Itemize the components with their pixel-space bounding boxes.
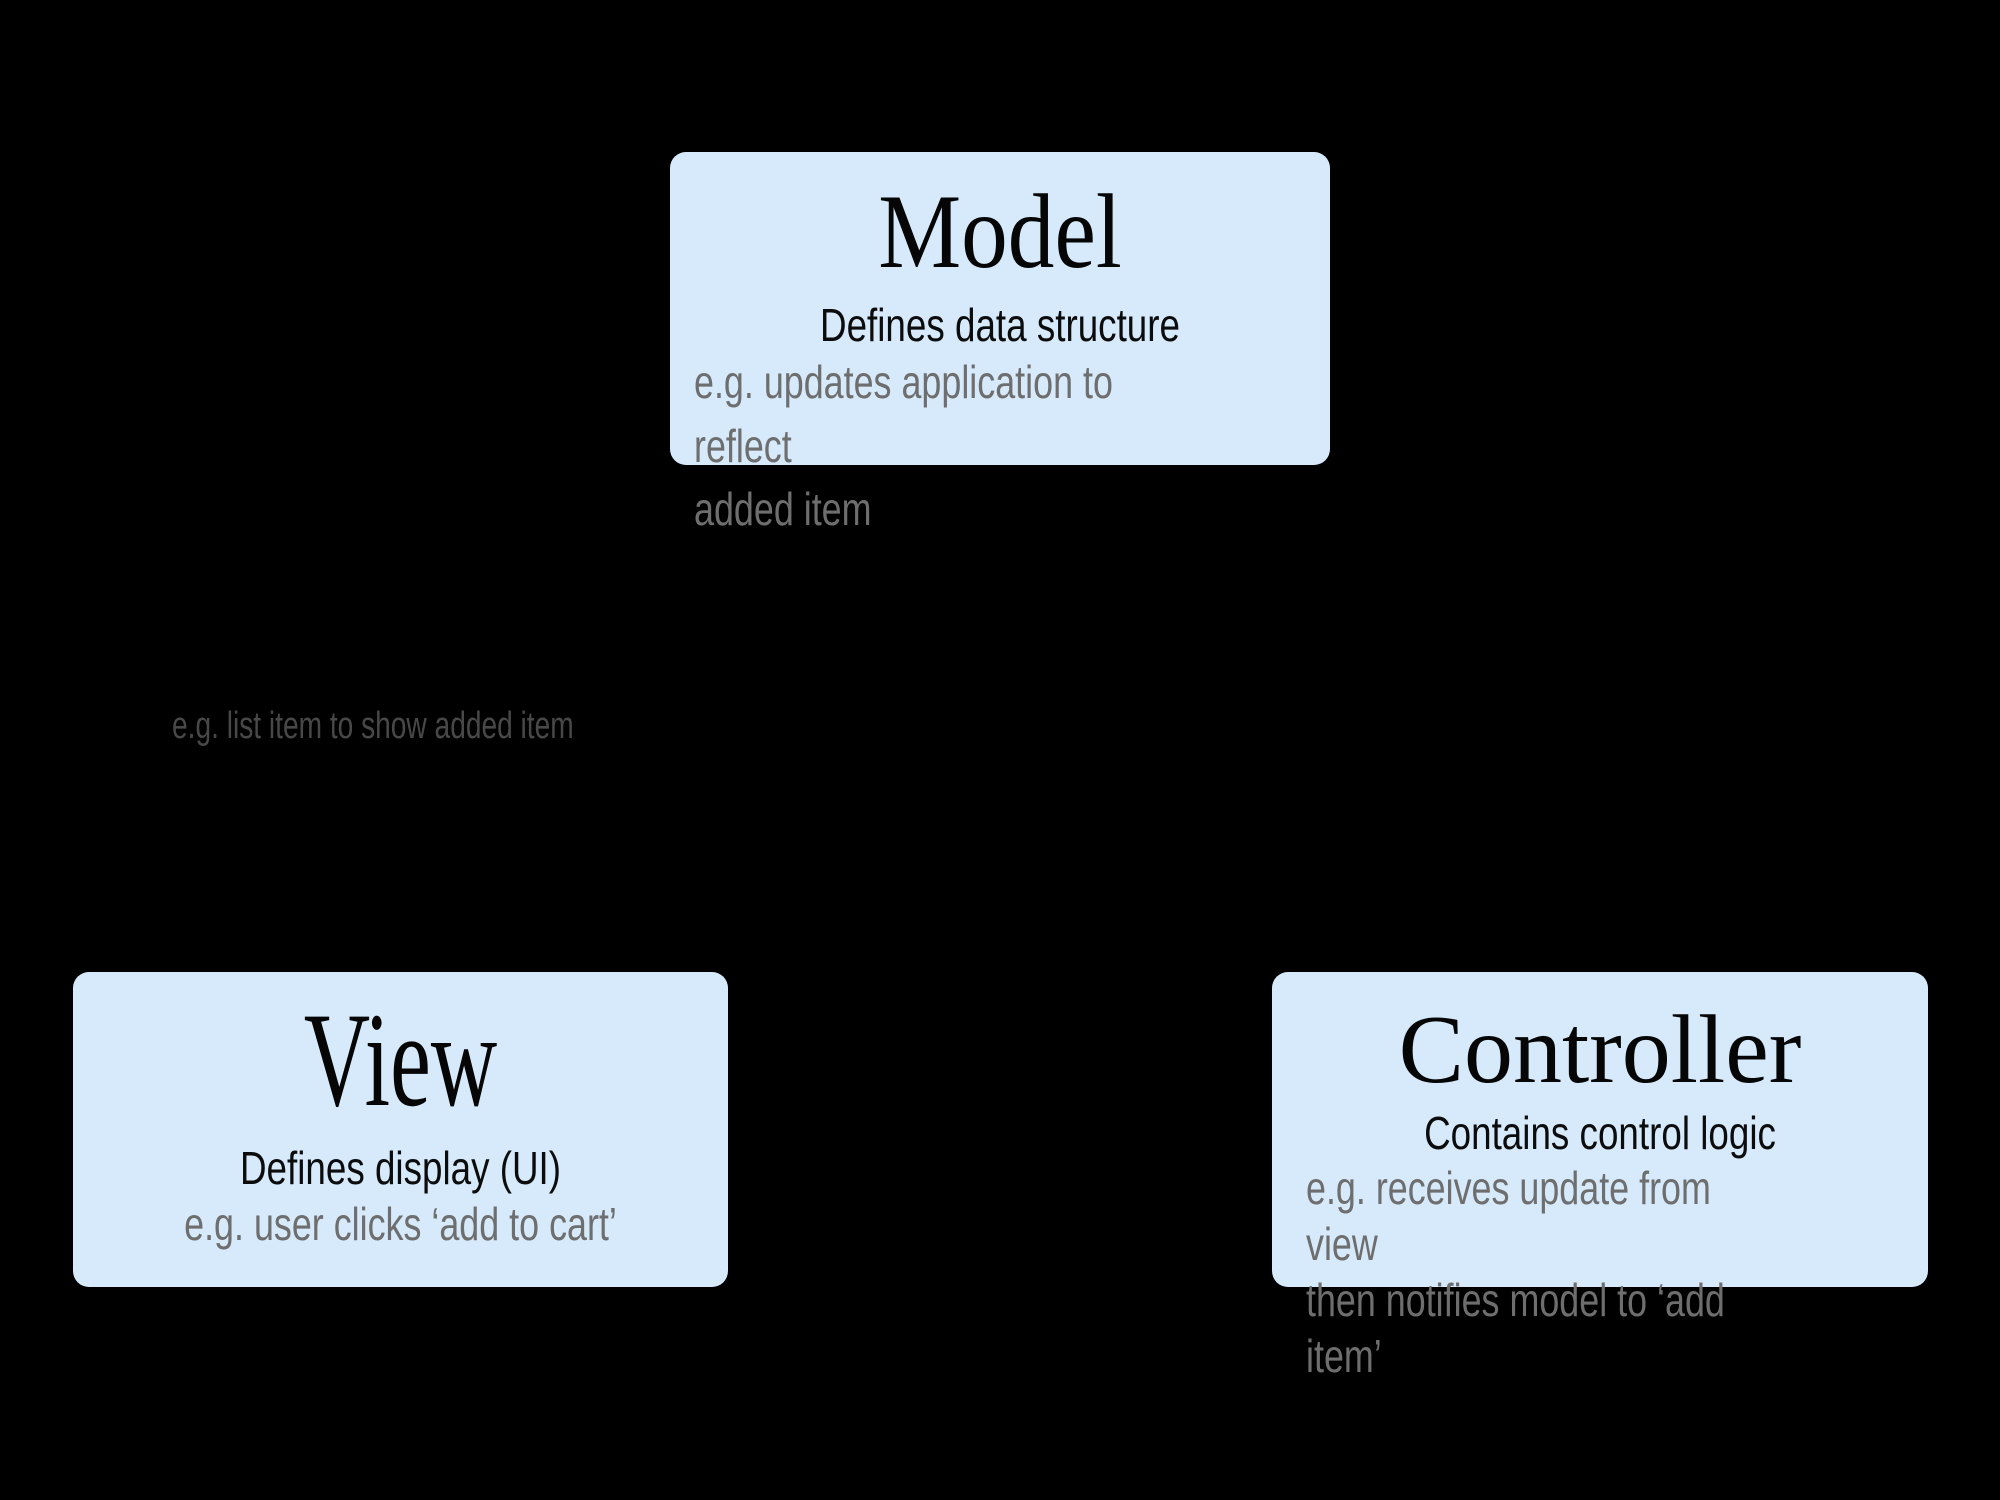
model-subtitle-text: Defines data structure [819,298,1180,351]
view-example-line-1: e.g. user clicks ‘add to cart’ [184,1197,617,1250]
controller-example-line-1: e.g. receives update from view [1306,1161,1711,1270]
view-title-text: View [303,986,498,1135]
model-example-line-1: e.g. updates application to reflect [694,356,1113,472]
controller-example: e.g. receives update from view then noti… [1272,1160,1928,1384]
controller-example-line-2: then notifies model to ‘add item’ [1306,1273,1725,1382]
view-title: View [73,980,728,1142]
model-example-line-2: added item [694,483,872,536]
view-to-model-example-label: e.g. list item to show added item [172,705,715,748]
view-box: View Defines display (UI) e.g. user clic… [73,972,728,1287]
view-to-model-example-label-text: e.g. list item to show added item [172,705,574,747]
controller-subtitle: Contains control logic [1272,1107,1928,1160]
controller-title-text: Controller [1398,996,1802,1104]
model-title-text: Model [878,173,1122,290]
model-box: Model Defines data structure e.g. update… [670,152,1330,535]
model-example: e.g. updates application to reflect adde… [670,351,1330,541]
controller-title: Controller [1272,994,1928,1107]
controller-subtitle-text: Contains control logic [1424,1106,1776,1159]
model-title: Model [670,166,1330,299]
controller-box: Controller Contains control logic e.g. r… [1272,972,1928,1382]
view-example: e.g. user clicks ‘add to cart’ [73,1195,728,1255]
view-subtitle: Defines display (UI) [73,1142,728,1195]
model-subtitle: Defines data structure [670,299,1330,352]
view-subtitle-text: Defines display (UI) [239,1142,562,1194]
